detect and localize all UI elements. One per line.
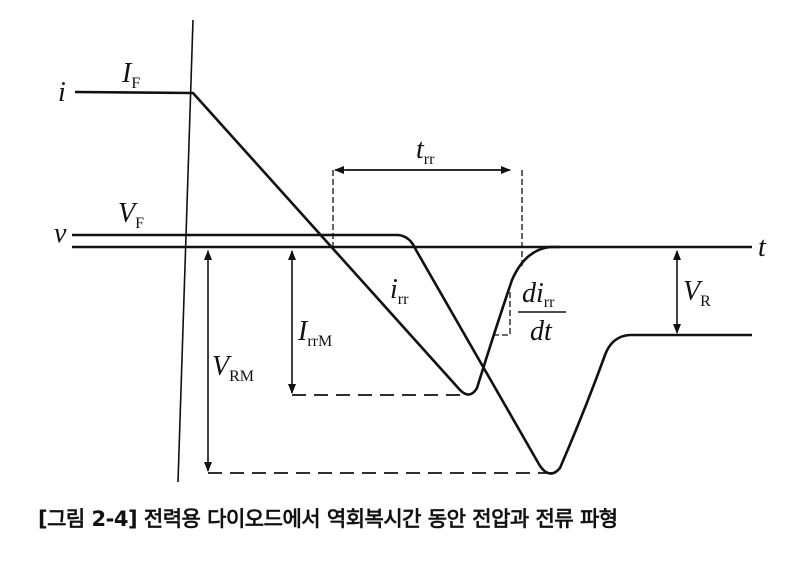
label-v: v: [54, 218, 67, 249]
label-if: IF: [121, 58, 140, 92]
label-vf: VF: [118, 198, 144, 232]
label-t: t: [758, 232, 767, 263]
label-dirr: dirr: [522, 278, 555, 311]
label-i: i: [58, 77, 66, 108]
voltage-waveform: [72, 233, 752, 475]
switching-instant-line: [177, 19, 194, 483]
label-dt: dt: [530, 316, 553, 347]
reverse-recovery-diagram: i IF v VF t trr irr IrrM VRM VR dirr dt: [54, 19, 767, 483]
label-irr: irr: [390, 274, 409, 308]
figure-caption: [그림 2-4] 전력용 다이오드에서 역회복시간 동안 전압과 전류 파형: [38, 507, 618, 531]
label-trr: trr: [416, 134, 435, 168]
label-vrm: VRM: [212, 351, 254, 385]
label-irrm: IrrM: [297, 316, 332, 350]
label-vr: VR: [683, 276, 711, 310]
slope-tangent-mark: [495, 292, 511, 336]
current-waveform: [74, 90, 560, 396]
